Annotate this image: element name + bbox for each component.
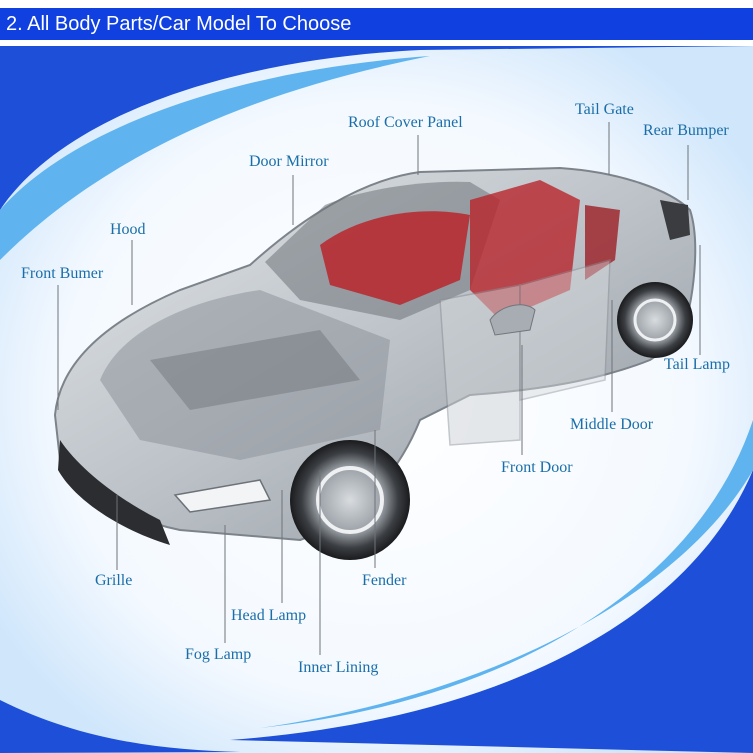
- label-middle-door: Middle Door: [570, 416, 654, 433]
- label-tail-gate: Tail Gate: [575, 101, 634, 118]
- label-fog-lamp: Fog Lamp: [185, 646, 252, 663]
- label-front-door: Front Door: [501, 459, 573, 476]
- leader-lines: [57, 122, 701, 655]
- label-tail-lamp: Tail Lamp: [664, 356, 730, 373]
- label-grille: Grille: [95, 572, 133, 589]
- front-wheel: [290, 440, 410, 560]
- label-front-bumper: Front Bumer: [21, 265, 104, 282]
- car-illustration: [53, 166, 697, 560]
- background-art: [0, 46, 753, 753]
- label-door-mirror: Door Mirror: [249, 153, 329, 170]
- header-bar: 2. All Body Parts/Car Model To Choose: [0, 8, 753, 40]
- label-head-lamp: Head Lamp: [231, 607, 307, 624]
- label-hood: Hood: [110, 221, 146, 238]
- header-title: 2. All Body Parts/Car Model To Choose: [6, 13, 352, 35]
- rear-wheel: [617, 282, 693, 358]
- label-inner-lining: Inner Lining: [298, 659, 379, 676]
- label-roof-cover-panel: Roof Cover Panel: [348, 114, 463, 131]
- label-fender: Fender: [362, 572, 407, 589]
- label-rear-bumper: Rear Bumper: [643, 122, 729, 139]
- diagram-stage: Roof Cover Panel Tail Gate Rear Bumper D…: [0, 46, 753, 753]
